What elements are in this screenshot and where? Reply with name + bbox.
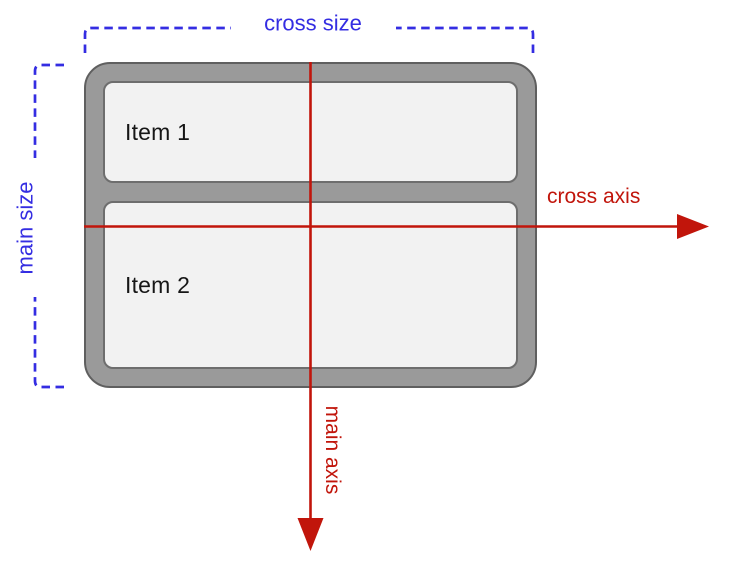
main-size-bracket-bottom bbox=[33, 297, 64, 389]
main-size-bracket-top bbox=[33, 63, 64, 158]
main-axis-label: main axis bbox=[321, 405, 345, 495]
cross-axis-arrowhead-icon bbox=[677, 214, 709, 239]
flex-item-label: Item 2 bbox=[125, 271, 191, 298]
main-size-label: main size bbox=[12, 181, 38, 275]
main-axis-arrowhead-icon bbox=[297, 518, 324, 551]
flex-container: Item 1 Item 2 bbox=[84, 62, 537, 388]
cross-size-bracket-right bbox=[396, 26, 535, 53]
flex-item-2: Item 2 bbox=[103, 201, 518, 369]
cross-axis-label: cross axis bbox=[547, 185, 641, 208]
flex-item-1: Item 1 bbox=[103, 81, 518, 183]
flex-item-label: Item 1 bbox=[125, 118, 191, 145]
cross-size-label: cross size bbox=[264, 10, 362, 36]
cross-size-bracket-left bbox=[83, 26, 231, 53]
